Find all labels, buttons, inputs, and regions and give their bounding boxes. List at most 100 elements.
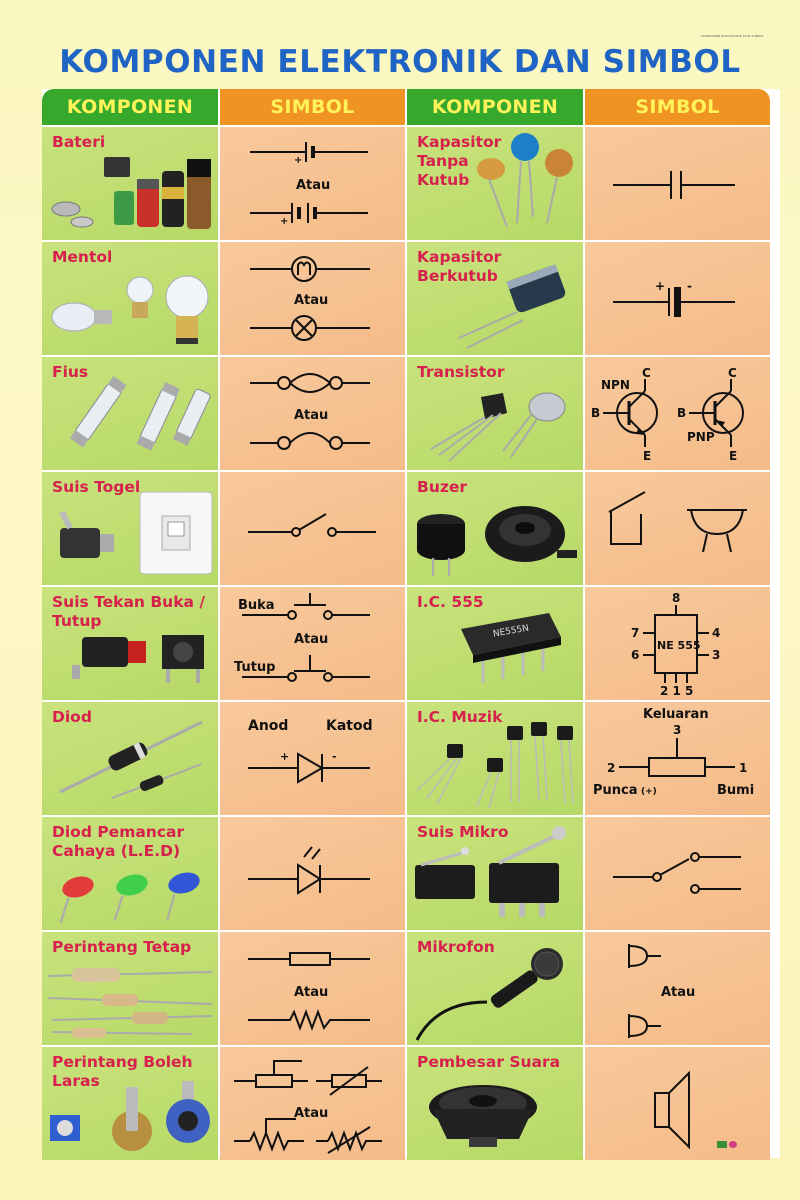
row-bateri: Bateri + + Atau bbox=[42, 127, 405, 240]
fuse-icon bbox=[69, 376, 211, 451]
bumi-label: Bumi bbox=[717, 783, 754, 798]
pin-3: 3 bbox=[673, 723, 681, 737]
push-button-icon bbox=[72, 635, 204, 683]
component-name: Suis Togel bbox=[52, 478, 141, 496]
component-name: Pembesar Suara bbox=[417, 1053, 561, 1071]
pins-2-1-5: 2 1 5 bbox=[660, 684, 693, 698]
ic-555-symbol: NE 555 8 7 6 4 3 2 1 5 bbox=[631, 591, 720, 698]
component-cell: Mentol bbox=[42, 242, 218, 355]
minus-label: - bbox=[332, 750, 337, 763]
atau-label: Atau bbox=[294, 985, 328, 1000]
symbol-cell: Atau bbox=[220, 932, 405, 1045]
component-name: Transistor bbox=[417, 363, 505, 381]
toggle-switch-symbol bbox=[248, 513, 376, 537]
symbol-cell bbox=[220, 472, 405, 585]
pin-1: 1 bbox=[739, 761, 747, 775]
symbol-cell bbox=[585, 1047, 770, 1160]
row-fius: Fius Atau bbox=[42, 357, 405, 470]
header-komponen-left: KOMPONEN bbox=[42, 89, 218, 125]
plus-label: + bbox=[280, 750, 289, 763]
punca-sign: (+) bbox=[641, 787, 657, 797]
component-cell: Transistor bbox=[407, 357, 583, 470]
symbol-cell: Buka Atau Tutup bbox=[220, 587, 405, 700]
component-cell: Suis Tekan Buka / Tutup bbox=[42, 587, 218, 700]
chip-label: NE 555 bbox=[657, 639, 701, 652]
header-komponen-right: KOMPONEN bbox=[407, 89, 583, 125]
atau-label: Atau bbox=[294, 1106, 328, 1121]
fuse-symbol: Atau bbox=[250, 373, 370, 450]
svg-text:+: + bbox=[294, 155, 302, 166]
variable-resistor-symbol: Atau bbox=[234, 1060, 382, 1154]
bulb-icon bbox=[51, 275, 209, 344]
e-label: E bbox=[643, 449, 651, 463]
micro-switch-symbol bbox=[613, 852, 741, 894]
atau-label: Atau bbox=[296, 178, 330, 193]
row-kapasitor-tanpa-kutub: Kapasitor Tanpa Kutub bbox=[407, 127, 770, 240]
component-name: Suis Mikro bbox=[417, 823, 509, 841]
row-suis-tekan: Suis Tekan Buka / Tutup Buka Atau Tutup bbox=[42, 587, 405, 700]
anod-label: Anod bbox=[248, 718, 288, 734]
component-name: Diod bbox=[52, 708, 92, 726]
component-cell: NE555N I.C. 555 bbox=[407, 587, 583, 700]
component-name: Perintang Tetap bbox=[52, 938, 192, 956]
component-cell: Pembesar Suara bbox=[407, 1047, 583, 1160]
push-button-symbol: Buka Atau Tutup bbox=[234, 593, 370, 682]
right-table: KOMPONEN SIMBOL Kapasitor Tanpa Kutub bbox=[407, 89, 770, 1160]
symbol-cell bbox=[585, 472, 770, 585]
component-name: I.C. Muzik bbox=[417, 708, 503, 726]
header-simbol-left: SIMBOL bbox=[220, 89, 405, 125]
symbol-cell bbox=[585, 127, 770, 240]
component-cell: Buzer bbox=[407, 472, 583, 585]
row-ic-555: NE555N I.C. 555 bbox=[407, 587, 770, 700]
component-name: Suis Tekan Buka / Tutup bbox=[52, 593, 206, 630]
header-simbol-right: SIMBOL bbox=[585, 89, 770, 125]
component-name: Fius bbox=[52, 363, 89, 381]
tutup-label: Tutup bbox=[234, 660, 275, 675]
component-name: Mikrofon bbox=[417, 938, 495, 956]
component-name: Diod Pemancar Cahaya (L.E.D) bbox=[52, 823, 185, 860]
row-suis-togel: Suis Togel bbox=[42, 472, 405, 585]
b-label: B bbox=[677, 406, 686, 420]
minus-label: - bbox=[687, 279, 692, 293]
symbol-cell: NE 555 8 7 6 4 3 2 1 5 bbox=[585, 587, 770, 700]
component-cell: Mikrofon bbox=[407, 932, 583, 1045]
music-ic-icon bbox=[416, 722, 574, 809]
led-icon bbox=[59, 872, 200, 924]
row-perintang-boleh-laras: Perintang Boleh Laras bbox=[42, 1047, 405, 1160]
component-name: Kapasitor Tanpa Kutub bbox=[417, 133, 502, 189]
symbol-cell: Atau bbox=[220, 242, 405, 355]
battery-icon bbox=[51, 157, 211, 229]
component-cell: I.C. Muzik bbox=[407, 702, 583, 815]
component-name: Buzer bbox=[417, 478, 468, 496]
katod-label: Katod bbox=[326, 718, 373, 734]
bulb-symbol: Atau bbox=[250, 256, 370, 341]
symbol-cell bbox=[220, 817, 405, 930]
speaker-icon bbox=[429, 1085, 537, 1147]
component-cell: Kapasitor Berkutub bbox=[407, 242, 583, 355]
row-diod: Diod Anod Katod + - bbox=[42, 702, 405, 815]
symbol-cell: Atau bbox=[220, 1047, 405, 1160]
symbol-cell bbox=[585, 817, 770, 930]
pin-7: 7 bbox=[631, 626, 639, 640]
keluaran-label: Keluaran bbox=[643, 707, 709, 722]
toggle-switch-icon bbox=[59, 491, 213, 575]
component-cell: Suis Mikro bbox=[407, 817, 583, 930]
plus-label: + bbox=[655, 279, 665, 293]
pin-2: 2 bbox=[607, 761, 615, 775]
pin-8: 8 bbox=[672, 591, 680, 605]
transistor-symbol: NPN B C E B C PNP E bbox=[591, 366, 744, 463]
capacitor-symbol bbox=[613, 171, 735, 199]
symbol-cell: NPN B C E B C PNP E bbox=[585, 357, 770, 470]
buka-label: Buka bbox=[238, 598, 275, 613]
diode-icon bbox=[59, 720, 203, 799]
npn-label: NPN bbox=[601, 378, 630, 392]
svg-text:+: + bbox=[280, 216, 288, 227]
polarized-capacitor-symbol: + - bbox=[613, 279, 735, 317]
row-pembesar-suara: Pembesar Suara bbox=[407, 1047, 770, 1160]
pin-4: 4 bbox=[712, 626, 720, 640]
ceramic-capacitor-icon bbox=[477, 133, 573, 228]
atau-label: Atau bbox=[294, 408, 328, 423]
diode-symbol: Anod Katod + - bbox=[248, 718, 373, 784]
speaker-symbol bbox=[654, 1070, 690, 1150]
symbol-cell: Atau bbox=[585, 932, 770, 1045]
